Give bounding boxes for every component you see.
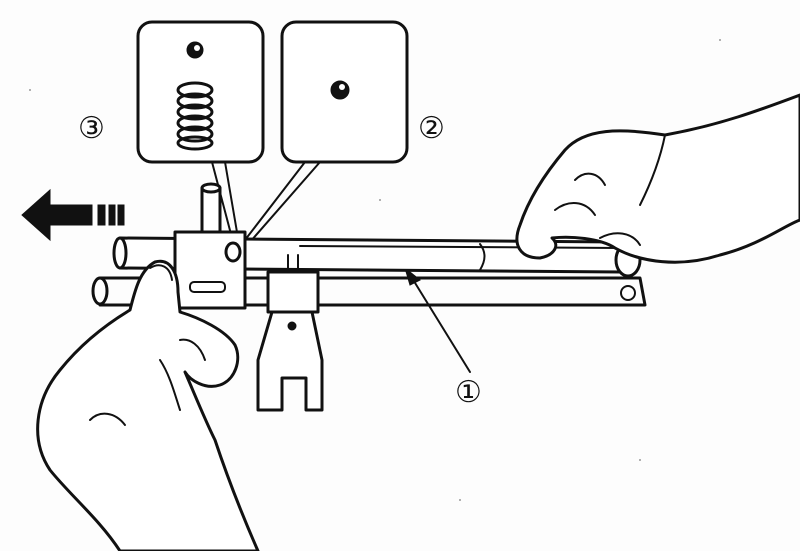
callout-2-label: ②	[418, 111, 445, 146]
lower-rod	[91, 276, 647, 307]
spring-ball-inset	[136, 20, 265, 239]
callout-1: ①	[404, 266, 482, 410]
ball-inset	[244, 20, 409, 243]
callout-3: ③	[78, 111, 105, 146]
paper-speckle	[29, 39, 721, 501]
spring-icon	[176, 81, 214, 151]
shift-block	[173, 182, 247, 310]
right-hand	[515, 93, 800, 264]
left-hand	[36, 259, 260, 551]
callout-2: ②	[418, 111, 445, 146]
callout-3-label: ③	[78, 111, 105, 146]
shift-fork	[256, 254, 324, 412]
direction-arrow-icon	[21, 188, 125, 242]
callout-1-label: ①	[455, 375, 482, 410]
